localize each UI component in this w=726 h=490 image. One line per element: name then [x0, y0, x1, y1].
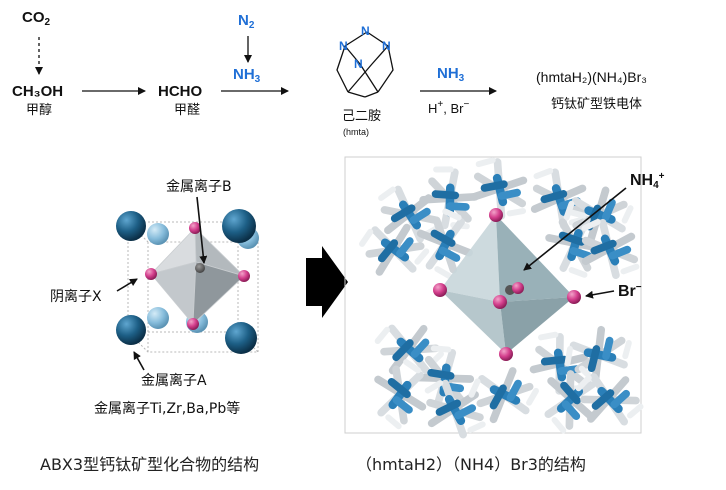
nh4-pointer [523, 187, 627, 271]
label-x-pointer [116, 278, 138, 292]
label-b-pointer [196, 196, 208, 264]
hmta-abbr: (hmta) [343, 127, 370, 137]
metal-a-sphere [222, 209, 256, 243]
label-metal-a-examples: 金属离子Ti,Zr,Ba,Pb等 [94, 401, 241, 417]
metal-a-sphere [116, 315, 146, 345]
nh3-reagent-1: NH3 [233, 66, 261, 85]
hmta-structure [336, 31, 394, 98]
metal-a-back-sphere [147, 307, 169, 329]
anion-x-sphere [145, 268, 157, 280]
anion-x-sphere [238, 270, 250, 282]
abx3-unit-cell [116, 209, 260, 354]
label-anion-x: 阴离子X [50, 289, 102, 305]
label-metal-b: 金属离子B [166, 179, 232, 195]
hmta-cluster [468, 367, 539, 424]
hmta-cluster [470, 157, 528, 220]
hmta-cluster [374, 359, 427, 430]
formaldehyde-formula: HCHO [158, 83, 203, 100]
hmta-cluster [424, 379, 486, 439]
nh4-br6-octahedron [440, 215, 574, 354]
metal-a-back-sphere [147, 223, 169, 245]
methanol-formula: CH₃OH [12, 83, 64, 100]
bx6-octahedron [149, 227, 245, 326]
br-sphere [499, 347, 513, 361]
hmta-n-atom: N [339, 39, 348, 53]
molecular-perovskite-structure [344, 156, 644, 439]
formaldehyde-name: 甲醛 [174, 103, 201, 118]
hmta-cluster [359, 223, 430, 276]
hmta-cluster [544, 365, 597, 434]
reaction-conditions: H+, Br− [428, 99, 470, 116]
br-sphere [433, 283, 447, 297]
label-metal-a: 金属离子A [141, 373, 207, 389]
br-sphere [567, 290, 581, 304]
metal-a-sphere [116, 211, 146, 241]
hmta-cluster [530, 167, 588, 230]
anion-x-sphere [187, 318, 199, 330]
transition-block-arrow [306, 246, 348, 318]
anion-x-sphere [189, 222, 201, 234]
label-a-pointer [133, 351, 145, 371]
methanol-name: 甲醇 [26, 103, 53, 118]
hmta-cluster [374, 324, 444, 375]
hmta-n-atom: N [382, 39, 391, 53]
label-nh4: NH4+ [630, 171, 665, 191]
n2-formula: N2 [238, 12, 255, 31]
br-sphere [489, 208, 503, 222]
hmta-cluster [416, 208, 473, 279]
nh3-reagent-2: NH3 [437, 65, 465, 84]
caption-left: ABX3型钙钛矿型化合物的结构 [40, 455, 260, 474]
hmta-cluster [564, 325, 632, 386]
hmta-n-atom: N [354, 57, 363, 71]
hmta-n-atom: N [361, 24, 370, 38]
caption-right: （hmtaH2）（NH4）Br3的结构 [356, 455, 586, 474]
metal-a-sphere [225, 322, 257, 354]
product-formula: (hmtaH₂)(NH₄)Br₃ [536, 69, 647, 85]
metal-b-center [195, 263, 205, 273]
br-pointer [585, 290, 615, 299]
product-name: 钙钛矿型铁电体 [551, 97, 643, 112]
hmta-name: 己二胺 [342, 109, 382, 124]
hmta-cluster [581, 218, 640, 280]
br-sphere [512, 282, 524, 294]
hmta-cluster [419, 166, 479, 230]
hmta-cluster [575, 373, 644, 426]
br-sphere [493, 295, 507, 309]
label-br: Br− [618, 282, 642, 300]
co2-formula: CO2 [22, 9, 51, 28]
